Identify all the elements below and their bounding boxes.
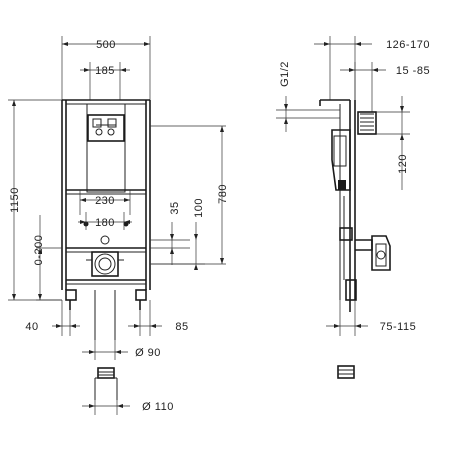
- dim-label-d90: Ø 90: [135, 347, 161, 359]
- drain-pipe: [94, 290, 116, 340]
- dim-pipe-small: Ø 90: [82, 340, 161, 360]
- front-view: 500 185: [8, 36, 229, 415]
- dim-foot-left: 40: [25, 300, 80, 336]
- dim-foot-right: 85: [128, 300, 188, 336]
- dim-pipe-large: Ø 110: [82, 400, 174, 415]
- side-view: 126-170 15 -85 G1/2: [276, 36, 430, 379]
- dim-label-75-115: 75-115: [380, 321, 416, 333]
- dim-width-flush: 230: [79, 190, 131, 215]
- dim-depth-total: 126-170: [314, 36, 430, 100]
- dim-label-0-200: 0-200: [33, 235, 45, 266]
- dim-height-total: 1150: [8, 99, 62, 301]
- dim-label-35: 35: [169, 201, 181, 214]
- dim-height-adjust: 0-200: [33, 215, 62, 301]
- pipe-fitting: [94, 367, 118, 400]
- dim-label-120: 120: [397, 154, 409, 174]
- dim-depth-offset: 15 -85: [340, 62, 430, 112]
- dim-label-100: 100: [193, 198, 205, 218]
- dim-height-connection: 120: [376, 96, 410, 190]
- dim-label-g12: G1/2: [279, 61, 291, 87]
- side-pipe-fitting: [337, 365, 355, 379]
- dim-label-40: 40: [25, 321, 38, 333]
- dim-width-inner: 180: [78, 212, 132, 230]
- dim-label-126-170: 126-170: [386, 39, 430, 51]
- dim-height-a: 35: [150, 201, 190, 265]
- dim-width-mounting: 185: [80, 62, 130, 100]
- dim-label-d110: Ø 110: [142, 401, 174, 413]
- dim-depth-bottom: 75-115: [326, 300, 416, 336]
- dim-height-seat: 780: [150, 125, 229, 265]
- dim-thread: G1/2: [276, 61, 340, 132]
- dim-width-total: 500: [61, 36, 151, 100]
- dim-label-85: 85: [175, 321, 188, 333]
- dim-label-500: 500: [96, 39, 116, 51]
- dim-label-780: 780: [217, 184, 229, 204]
- dim-label-1150: 1150: [9, 187, 21, 213]
- dim-label-230: 230: [95, 195, 115, 207]
- dim-label-185: 185: [95, 65, 115, 77]
- side-frame: [319, 99, 391, 312]
- installation-frame: [61, 99, 151, 310]
- dim-label-180: 180: [95, 217, 115, 229]
- dim-label-15-85: 15 -85: [396, 65, 430, 77]
